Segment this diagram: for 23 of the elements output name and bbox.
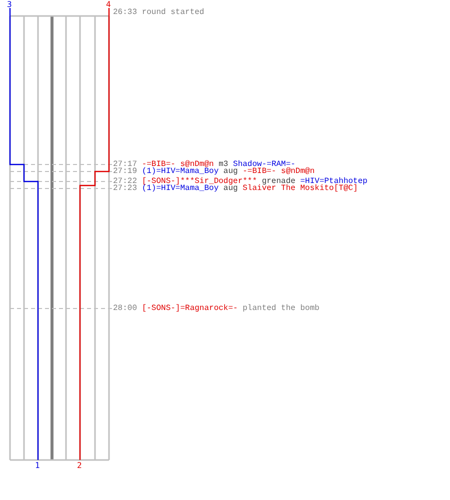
player-number: 4	[106, 1, 111, 9]
player-number: 1	[35, 462, 40, 470]
player-name: (1)=HIV=Mama_Boy	[142, 184, 219, 193]
event-time: 27:23	[113, 184, 138, 193]
weapon-name: aug	[223, 184, 238, 193]
player-name: [-SONS-]=Ragnarock=-	[142, 304, 238, 313]
player-number: 3	[7, 1, 12, 9]
weapon-name: aug	[223, 167, 238, 176]
player-name: Slaiver The Moskito[T@C]	[242, 184, 358, 193]
player-name: [-SONS-]***Sir_Dodger***	[142, 177, 258, 186]
player-name: (1)=HIV=Mama_Boy	[142, 167, 219, 176]
event-time: 26:33	[113, 8, 138, 17]
player-name: =HIV=Ptahhotep	[300, 177, 368, 186]
weapon-name: m3	[218, 160, 228, 169]
player-number: 2	[77, 462, 82, 470]
player-name: -=BIB=- s@nDm@n	[242, 167, 315, 176]
event-text: round started	[142, 8, 204, 17]
weapon-name: grenade	[262, 177, 296, 186]
event-time: 27:17	[113, 160, 138, 169]
event-text: planted the bomb	[242, 304, 320, 313]
event-time: 27:19	[113, 167, 138, 176]
event-time: 28:00	[113, 304, 138, 313]
event-time: 27:22	[113, 177, 138, 186]
